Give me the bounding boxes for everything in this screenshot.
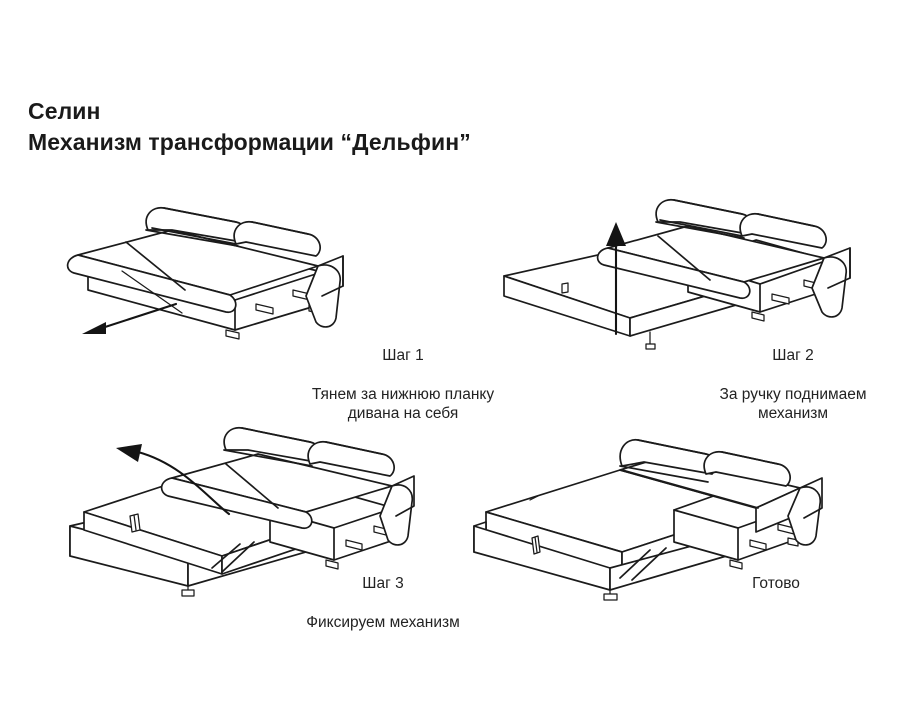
step-4-heading: Готово [752,574,800,592]
illustration-sofa-bed-open [470,408,830,601]
lift-arrow [606,222,626,336]
step-4: Готово [470,408,910,601]
step-2-heading: Шаг 2 [772,346,814,364]
mechanism-name: Механизм трансформации “Дельфин” [28,129,471,155]
step-1: Шаг 1 Тянем за нижнюю планку дивана на с… [60,178,494,422]
illustration-sofa-platform-pulled-out [498,172,858,350]
caption-step-1: Шаг 1 Тянем за нижнюю планку дивана на с… [288,326,518,443]
illustration-sofa-platform-raised [62,408,415,597]
caption-step-4: Готово [686,554,866,632]
pull-arrow [82,302,178,334]
page-title: Селин Механизм трансформации “Дельфин” [28,98,471,157]
step-3-body: Фиксируем механизм [306,613,460,631]
step-2: Шаг 2 За ручку поднимаем механизм [498,172,910,422]
step-2-body: За ручку поднимаем механизм [719,385,867,423]
step-1-heading: Шаг 1 [382,346,424,364]
caption-step-3: Шаг 3 Фиксируем механизм [268,554,498,652]
step-3-heading: Шаг 3 [362,574,404,592]
caption-step-2: Шаг 2 За ручку поднимаем механизм [678,326,908,443]
step-1-body: Тянем за нижнюю планку дивана на себя [311,385,495,423]
step-3: Шаг 3 Фиксируем механизм [62,408,482,631]
illustration-sofa-closed [60,178,380,346]
fix-arrow [116,444,231,516]
product-name: Селин [28,98,101,124]
